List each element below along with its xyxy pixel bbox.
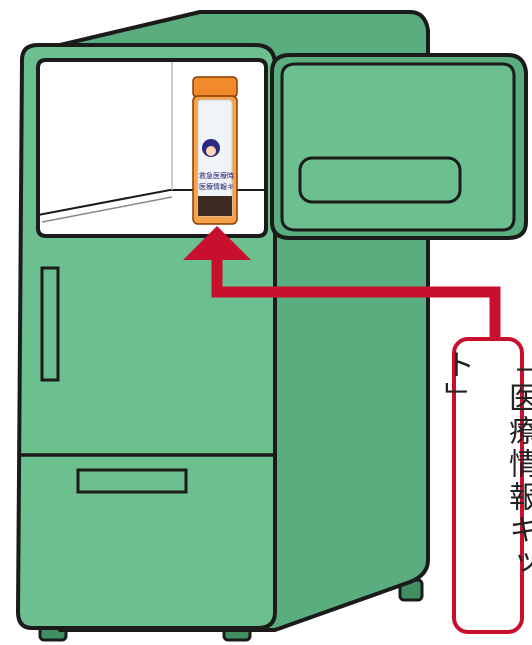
door-pocket (298, 156, 462, 204)
up-arrow-icon (183, 226, 501, 337)
kit-label-line-2: 医療情報キ (199, 182, 234, 191)
callout-label: 「医療情報キット」 (439, 349, 532, 580)
kit-contents (198, 196, 232, 216)
kit-label-line-1: 救急医療時 (199, 171, 234, 180)
kit-mascot-face (206, 146, 216, 156)
medical-info-kit-bottle: 救急医療時 医療情報キ (192, 76, 238, 225)
door-handle-vertical (40, 266, 60, 382)
kit-cap (192, 76, 238, 98)
medical-info-kit-callout: 「医療情報キット」 (439, 337, 532, 634)
open-door-inner (280, 62, 516, 232)
shelf-edge (41, 196, 173, 223)
drawer-handle (76, 468, 188, 494)
